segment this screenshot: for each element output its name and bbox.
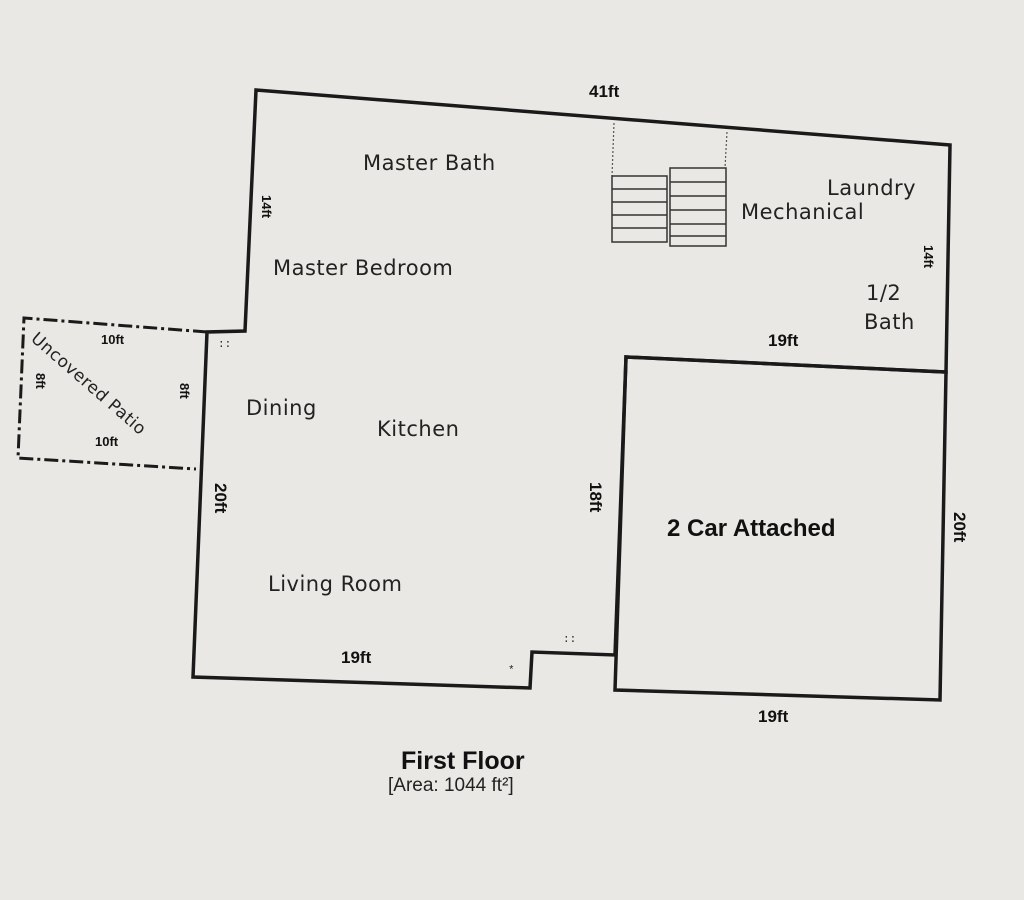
staircase xyxy=(611,122,728,247)
dim-living-left: 20ft xyxy=(211,483,230,514)
room-living-room: Living Room xyxy=(268,572,402,596)
room-dining: Dining xyxy=(246,396,317,420)
dim-patio-bottom: 10ft xyxy=(95,434,119,449)
dim-patio-top: 10ft xyxy=(101,332,125,347)
room-mechanical: Mechanical xyxy=(741,200,864,224)
patio-outline xyxy=(16,316,208,471)
dim-bedroom-left: 14ft xyxy=(259,195,274,219)
dim-garage-right: 20ft xyxy=(950,512,969,543)
dim-top: 41ft xyxy=(589,82,620,101)
room-half-bath-line1: 1/2 xyxy=(866,281,901,305)
caption-title: First Floor xyxy=(401,747,525,775)
wall-mark: :: xyxy=(218,339,231,351)
room-laundry: Laundry xyxy=(827,176,916,200)
dim-living-bottom: 19ft xyxy=(341,648,372,667)
dim-patio-right: 8ft xyxy=(177,383,192,400)
garage-outline xyxy=(613,355,948,702)
room-master-bath: Master Bath xyxy=(363,151,496,175)
dim-laundry-right: 14ft xyxy=(921,245,936,269)
dim-garage-bottom: 19ft xyxy=(758,707,789,726)
room-kitchen: Kitchen xyxy=(377,417,459,441)
room-garage: 2 Car Attached xyxy=(667,515,836,542)
dim-garage-top: 19ft xyxy=(768,331,799,350)
dim-garage-left: 18ft xyxy=(586,482,605,513)
room-half-bath-line2: Bath xyxy=(864,310,915,334)
room-master-bedroom: Master Bedroom xyxy=(273,256,453,280)
wall-mark: * xyxy=(508,665,515,677)
caption-area: [Area: 1044 ft²] xyxy=(388,775,514,796)
wall-mark: :: xyxy=(563,634,576,646)
dim-patio-left: 8ft xyxy=(33,373,48,390)
house-outline xyxy=(191,88,952,690)
